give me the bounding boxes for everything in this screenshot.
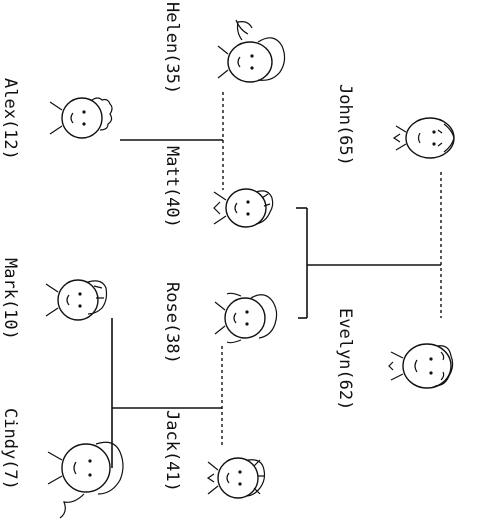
woman-icon-rose — [214, 292, 278, 344]
man-icon-jack — [206, 457, 266, 499]
label-rose: Rose(38) — [162, 282, 182, 364]
label-matt: Matt(40) — [162, 146, 182, 228]
name-labels: John(65) Evelyn(62) Helen(35) Matt(40) R… — [0, 2, 355, 492]
girl-icon-cindy — [47, 441, 124, 519]
label-evelyn: Evelyn(62) — [335, 308, 355, 410]
boy-icon-alex — [49, 97, 113, 139]
label-alex: Alex(12) — [0, 78, 20, 160]
label-helen: Helen(35) — [162, 2, 182, 94]
label-cindy: Cindy(7) — [0, 408, 20, 490]
label-john: John(65) — [335, 84, 355, 166]
man-icon-matt — [213, 188, 274, 228]
woman-icon-helen — [217, 19, 286, 83]
label-mark: Mark(10) — [0, 258, 20, 340]
connectors — [111, 92, 442, 468]
label-jack: Jack(41) — [162, 410, 182, 492]
grandmother-icon — [388, 343, 454, 389]
grandfather-icon — [392, 117, 455, 159]
boy-icon-mark — [45, 279, 108, 321]
